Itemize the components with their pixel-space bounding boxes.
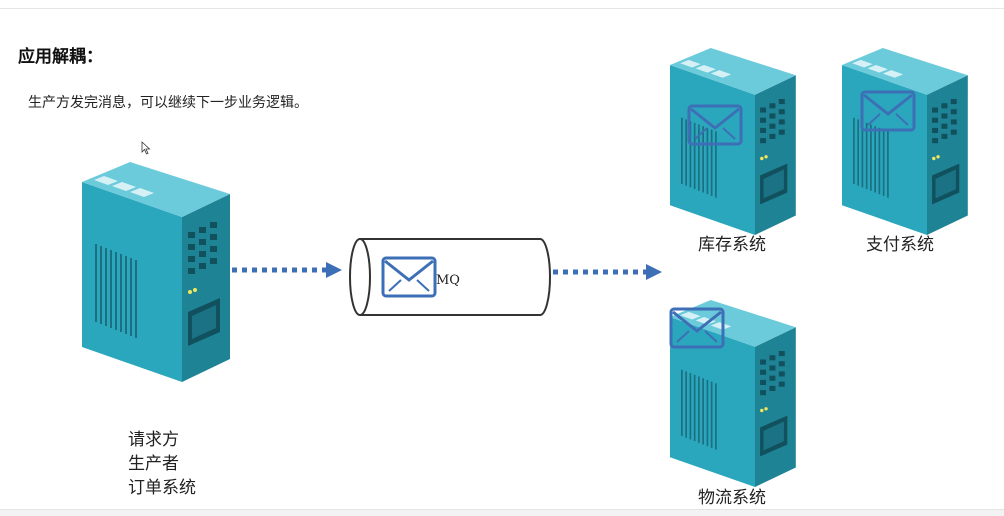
payment-server-icon — [841, 47, 969, 236]
producer-labels: 请求方 生产者 订单系统 — [128, 428, 196, 500]
payment-system-label: 支付系统 — [866, 235, 934, 255]
queue-to-consumers-arrow — [553, 264, 662, 280]
mouse-pointer-icon — [141, 141, 151, 155]
logistics-server-icon — [669, 299, 797, 488]
queue-label: MQ — [436, 273, 460, 288]
logistics-system-label: 物流系统 — [698, 488, 766, 508]
inventory-system-label: 库存系统 — [698, 235, 766, 255]
producer-label-order-system: 订单系统 — [128, 478, 196, 498]
producer-to-queue-arrow — [232, 262, 342, 278]
top-divider — [0, 8, 1004, 9]
bottom-bar — [0, 509, 1004, 516]
producer-label-producer: 生产者 — [128, 454, 179, 474]
producer-server-icon — [81, 161, 231, 383]
page-heading: 应用解耦： — [18, 47, 103, 67]
description-text: 生产方发完消息，可以继续下一步业务逻辑。 — [28, 95, 308, 111]
producer-label-requester: 请求方 — [128, 430, 179, 450]
